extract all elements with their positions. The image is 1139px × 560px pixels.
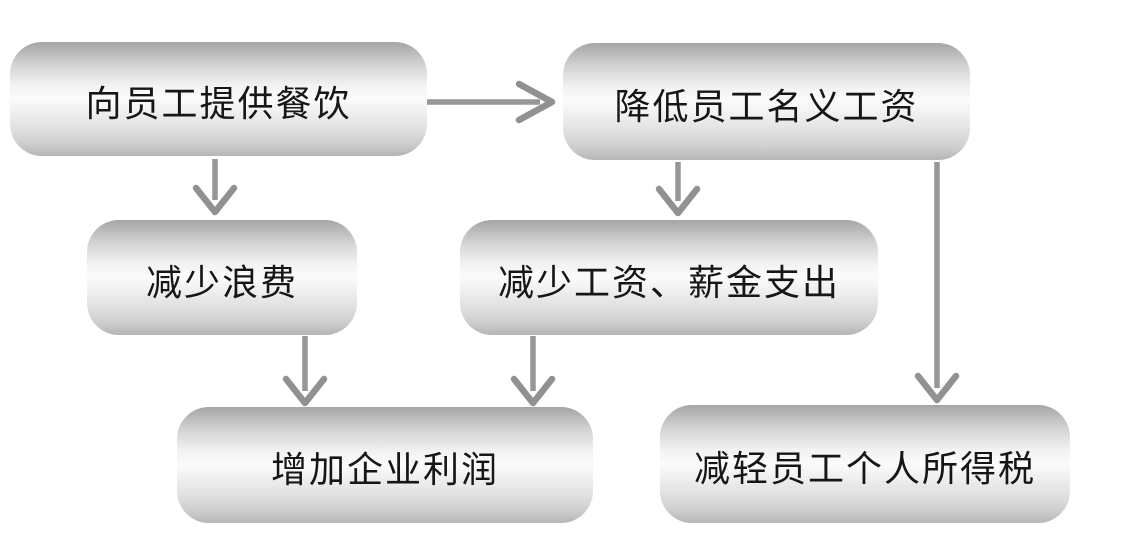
arrow-head-down-icon: [282, 375, 328, 407]
edge-provide-meals-to-reduce-waste: [192, 159, 238, 216]
edge-lower-nominal-wage-to-reduce-salary-expense: [655, 162, 701, 217]
arrow-head-down-icon: [510, 375, 556, 407]
edge-provide-meals-to-lower-nominal-wage: [425, 80, 556, 124]
edge-reduce-salary-expense-to-increase-profit: [510, 336, 556, 407]
arrow-head-down-icon: [914, 372, 960, 404]
node-increase-profit: 增加企业利润: [177, 407, 593, 523]
node-lower-nominal-wage: 降低员工名义工资: [563, 43, 970, 160]
node-reduce-salary-expense: 减少工资、薪金支出: [460, 220, 878, 335]
arrow-head-right-icon: [515, 80, 556, 124]
edge-lower-nominal-wage-to-reduce-income-tax: [914, 162, 960, 404]
edge-reduce-waste-to-increase-profit: [282, 336, 328, 407]
arrow-head-down-icon: [655, 185, 701, 217]
node-provide-meals: 向员工提供餐饮: [10, 42, 427, 156]
node-reduce-waste: 减少浪费: [87, 220, 357, 335]
arrow-head-down-icon: [192, 184, 238, 216]
node-reduce-income-tax: 减轻员工个人所得税: [660, 405, 1070, 523]
